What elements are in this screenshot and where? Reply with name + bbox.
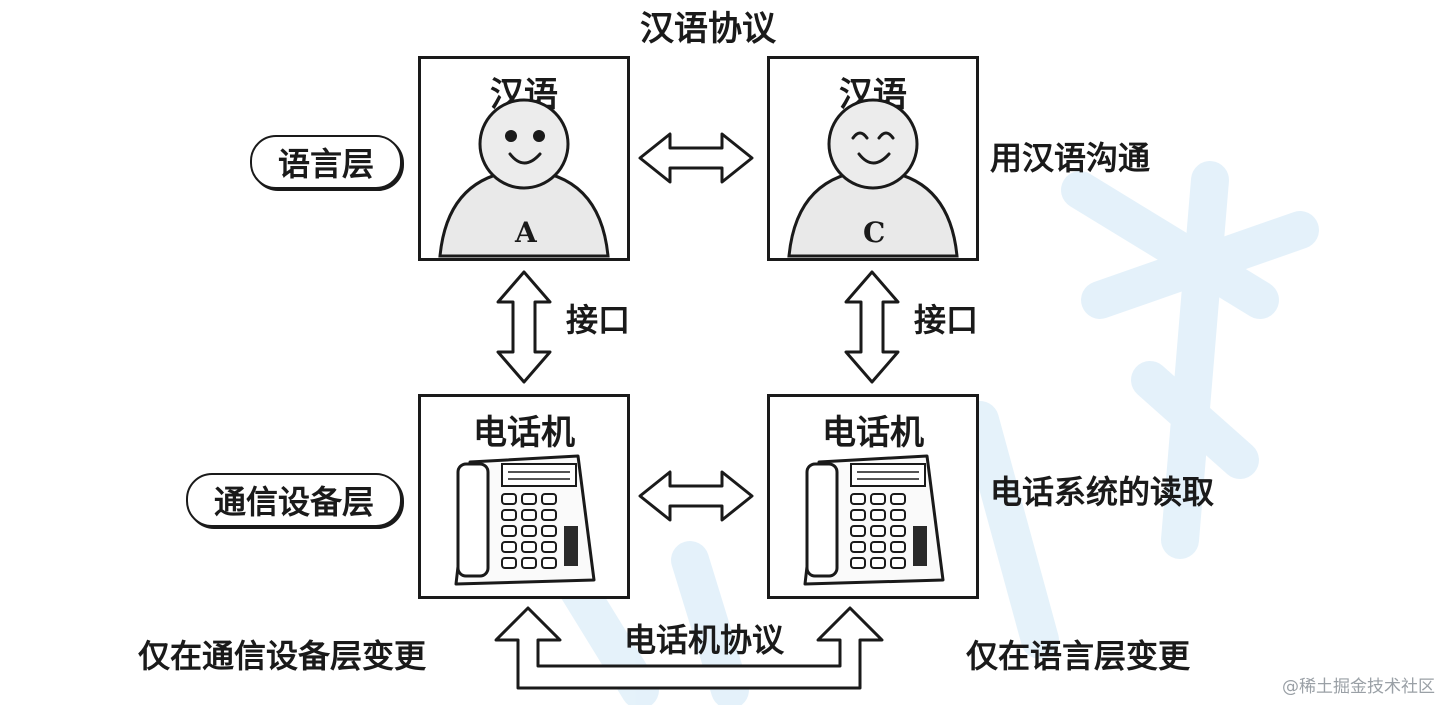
device-layer-label: 通信设备层 [186, 473, 402, 527]
telephone-icon-left [418, 394, 630, 599]
language-double-arrow [636, 128, 756, 188]
person-c-box: 汉语 C [767, 56, 979, 261]
right-interface-label: 接口 [914, 304, 978, 336]
language-layer-label: 语言层 [250, 135, 402, 189]
phone-right-box: 电话机 [767, 394, 979, 599]
phone-left-box: 电话机 [418, 394, 630, 599]
person-a-letter: A [515, 219, 537, 247]
left-interface-label: 接口 [566, 304, 630, 336]
language-layer-note: 用汉语沟通 [990, 142, 1150, 174]
site-watermark: @稀土掘金技术社区 [1282, 672, 1435, 697]
person-c-letter: C [863, 219, 885, 247]
device-layer-note: 电话系统的读取 [990, 476, 1214, 508]
person-a-box: 汉语 A [418, 56, 630, 261]
top-protocol-label: 汉语协议 [640, 12, 776, 46]
device-double-arrow [636, 466, 756, 526]
telephone-icon-right [767, 394, 979, 599]
right-interface-arrow [840, 268, 904, 386]
phone-protocol-label: 电话机协议 [624, 624, 784, 656]
language-only-change-note: 仅在语言层变更 [966, 640, 1190, 672]
device-only-change-note: 仅在通信设备层变更 [138, 640, 426, 672]
left-interface-arrow [492, 268, 556, 386]
